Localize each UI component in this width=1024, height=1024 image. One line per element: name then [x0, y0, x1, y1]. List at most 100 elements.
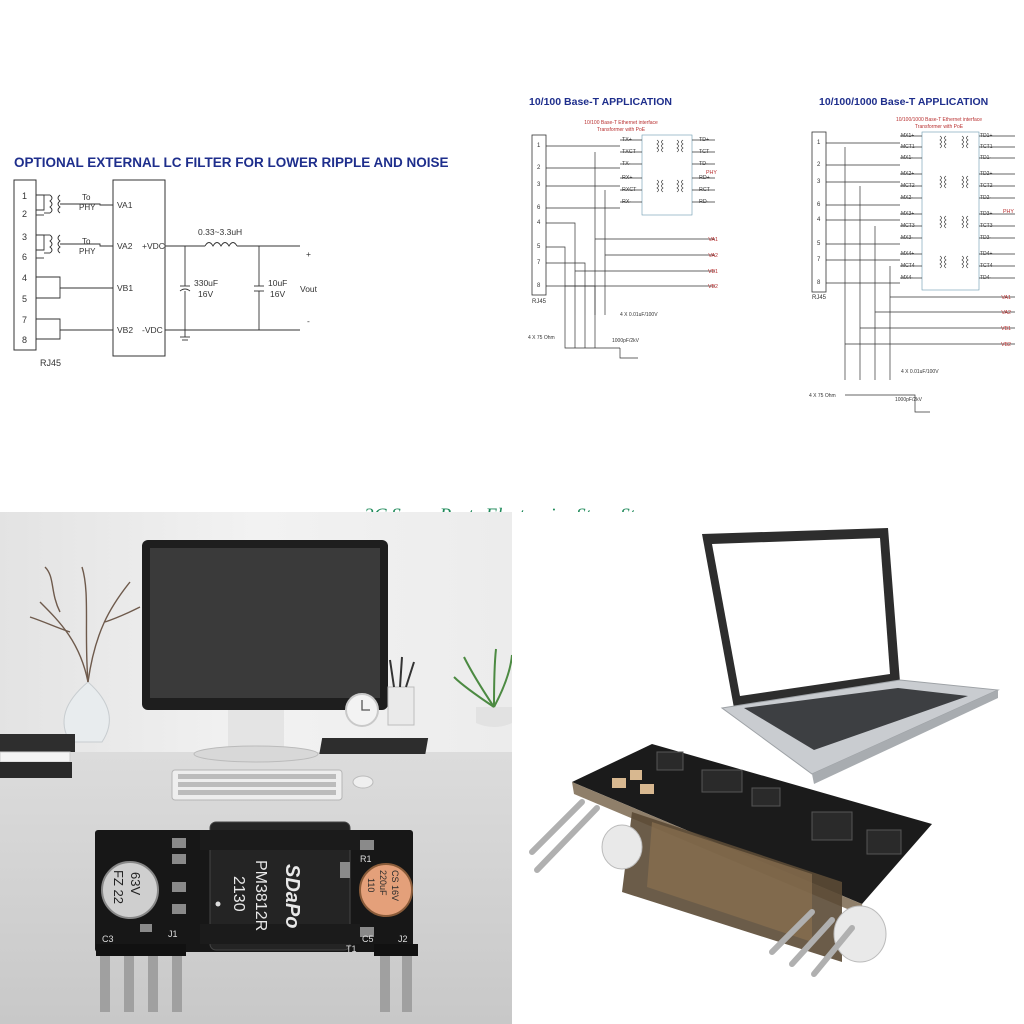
pen-cup: [387, 656, 415, 726]
signal: MCT4: [901, 263, 915, 269]
output-va1: VA1: [708, 237, 718, 243]
signal: TD-: [699, 161, 708, 167]
signal: TD3-: [980, 235, 991, 241]
cap2-value: 10uF: [268, 278, 287, 288]
pin-va1: VA1: [117, 200, 133, 210]
signal: MX2+: [901, 171, 914, 177]
pin-vb2: VB2: [117, 325, 133, 335]
rj45-label: RJ45: [532, 299, 547, 305]
signal: RX-: [622, 199, 631, 205]
lc-filter-title: OPTIONAL EXTERNAL LC FILTER FOR LOWER RI…: [14, 155, 449, 170]
signal: TXCT: [622, 149, 637, 155]
pin: 5: [537, 244, 541, 250]
pin: 7: [817, 257, 821, 263]
rj45-pin-3: 3: [22, 232, 27, 242]
pin: 1: [817, 140, 821, 146]
inductor-symbol: [204, 242, 238, 247]
vout-plus: +: [306, 249, 311, 259]
label-j2: J2: [398, 934, 408, 944]
plant-pot: [453, 648, 512, 727]
cap1-value: 330uF: [194, 278, 218, 288]
app-100-subtitle-1: 10/100 Base-T Ethernet interface: [584, 120, 658, 126]
signal: RD-: [699, 199, 709, 205]
poe-module-side: [529, 744, 932, 977]
vout-minus: -: [307, 316, 310, 326]
signal: RX+: [622, 175, 632, 181]
cap-left-line1: 63V: [128, 872, 143, 895]
rj45-pin-5: 5: [22, 294, 27, 304]
phy-label: PHY: [1003, 209, 1014, 215]
pin: 4: [537, 220, 541, 226]
rj45-label: RJ45: [812, 295, 827, 301]
resistors-label: 4 X 75 Ohm: [809, 393, 836, 399]
signal: MX3-: [901, 235, 913, 241]
cap-left-line2: FZ 22: [111, 870, 126, 904]
output-vb1: VB1: [708, 269, 718, 275]
signal: TD4-: [980, 275, 991, 281]
pin: 6: [817, 202, 821, 208]
rj45-pin-7: 7: [22, 315, 27, 325]
app-1000-rj45: [811, 131, 827, 293]
pin: 5: [817, 241, 821, 247]
capacitor-right: [359, 863, 413, 917]
to-phy-1: To: [82, 193, 91, 202]
pin: 7: [537, 260, 541, 266]
pin: 4: [817, 217, 821, 223]
app-1000-subtitle-1: 10/100/1000 Base-T Ethernet interface: [896, 117, 982, 123]
output-vb1: VB1: [1001, 326, 1011, 332]
app-1000-subtitle-2: Transformer with PoE: [915, 124, 964, 130]
signal: TD2+: [980, 171, 992, 177]
signal: RD+: [699, 175, 710, 181]
monitor: [142, 540, 388, 763]
poe-module-front: SDaPo PM3812R 2130 63V FZ 22 CS 16V 220u…: [95, 821, 418, 1012]
signal: TD1-: [980, 155, 991, 161]
cap2-voltage: 16V: [270, 289, 285, 299]
clock-icon: [345, 693, 379, 727]
label-j1: J1: [168, 929, 178, 939]
caps-label: 4 X 0.01uF/100V: [901, 369, 939, 375]
output-va1: VA1: [1001, 295, 1011, 301]
signal: MX3+: [901, 211, 914, 217]
mouse: [352, 775, 374, 789]
rj45-pin-6: 6: [22, 252, 27, 262]
signal: MX4-: [901, 275, 913, 281]
pin: 2: [817, 162, 821, 168]
lc-filter-diagram: OPTIONAL EXTERNAL LC FILTER FOR LOWER RI…: [13, 155, 449, 368]
book-stack: [0, 734, 75, 778]
signal: TX+: [622, 137, 632, 143]
laptop-photo: [512, 512, 1024, 1024]
resistors-label: 4 X 75 Ohm: [528, 335, 555, 341]
hv-cap-label: 1000pF/2kV: [895, 397, 923, 403]
pin-minus-vdc: -VDC: [142, 325, 163, 335]
chip-brand: SDaPo: [281, 864, 303, 928]
signal: TX-: [622, 161, 631, 167]
signal: TD+: [699, 137, 709, 143]
signal: TCT3: [980, 223, 993, 229]
signal: MX2-: [901, 195, 913, 201]
pin-plus-vdc: +VDC: [142, 241, 165, 251]
vase-decoration: [29, 566, 141, 743]
signal: MX1+: [901, 133, 914, 139]
rj45-pin-2: 2: [22, 209, 27, 219]
to-phy-2: To: [82, 237, 91, 246]
app-1000-diagram: 10/100/1000 Base-T APPLICATION 10/100/10…: [809, 96, 1015, 413]
output-vb2: VB2: [708, 284, 718, 290]
app-100-title: 10/100 Base-T APPLICATION: [529, 96, 672, 108]
pin: 1: [537, 143, 541, 149]
cap-right-line3: 110: [366, 878, 376, 892]
phy-label: PHY: [706, 170, 717, 176]
signal: RXCT: [622, 187, 637, 193]
signal: TCT: [699, 149, 710, 155]
pin: 8: [817, 280, 821, 286]
cap1-voltage: 16V: [198, 289, 213, 299]
app-100-subtitle-2: Transformer with PoE: [597, 127, 646, 133]
rj45-label: RJ45: [40, 358, 61, 368]
signal: MCT1: [901, 144, 915, 150]
label-c3: C3: [102, 934, 114, 944]
app-1000-title: 10/100/1000 Base-T APPLICATION: [819, 96, 988, 108]
rj45-pin-1: 1: [22, 191, 27, 201]
signal: TD2-: [980, 195, 991, 201]
inductor-value: 0.33~3.3uH: [198, 227, 242, 237]
cap-right-line2: 220uF: [378, 870, 388, 896]
pin: 2: [537, 165, 541, 171]
